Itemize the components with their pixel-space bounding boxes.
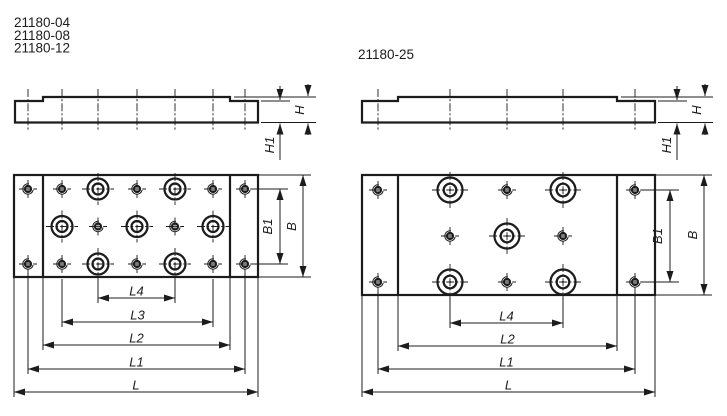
part-number: 21180-04: [14, 15, 71, 30]
width-dimensions: B1 B: [252, 174, 311, 278]
length-dimensions: L4 L2 L1 L: [361, 291, 656, 397]
threaded-hole: [552, 225, 574, 247]
dim-label-h1: H1: [262, 137, 277, 154]
counterbore-hole: [119, 209, 155, 244]
dim-label-h: H: [292, 105, 307, 115]
part-number: 21180-08: [14, 28, 70, 43]
dim-label-l2: L2: [129, 331, 144, 346]
counterbore-hole: [430, 170, 470, 210]
right-front-view: B1 B L4 L2 L1 L: [360, 170, 712, 397]
dim-label-l: L: [505, 378, 512, 393]
threaded-hole: [496, 179, 518, 201]
threaded-hole: [87, 216, 109, 237]
counterbore-hole: [487, 216, 527, 256]
plate-profile: [13, 95, 260, 124]
threaded-hole: [164, 216, 186, 237]
counterbore-hole: [543, 170, 583, 210]
dim-label-b1: B1: [260, 219, 275, 235]
threaded-hole: [367, 179, 389, 201]
dim-label-b: B: [685, 230, 700, 239]
threaded-hole: [51, 178, 73, 200]
threaded-hole: [624, 271, 646, 293]
height-dimensions: H H1: [234, 84, 316, 160]
plate-outline: [360, 173, 657, 297]
width-dimensions: B1 B: [643, 174, 712, 296]
dim-label-h: H: [689, 105, 704, 115]
threaded-hole: [496, 271, 518, 293]
hole-centerlines: [377, 89, 636, 131]
dim-label-l1: L1: [499, 355, 513, 370]
dim-label-l4: L4: [499, 309, 513, 324]
counterbore-hole: [157, 246, 193, 282]
threaded-hole: [624, 179, 646, 201]
counterbore-hole: [80, 171, 116, 207]
counterbore-hole: [44, 209, 80, 244]
dim-label-l2: L2: [500, 332, 515, 347]
threaded-hole: [439, 225, 461, 247]
threaded-hole: [17, 253, 39, 275]
left-front-view: B1 B L4 L3 L2 L1 L: [12, 171, 311, 397]
hole-pattern: [367, 170, 646, 302]
dim-label-l3: L3: [130, 308, 145, 323]
right-side-view: H H1: [360, 84, 713, 160]
plate-outline: [12, 173, 260, 279]
dim-label-h1: H1: [659, 137, 674, 154]
threaded-hole: [126, 178, 148, 200]
left-part-numbers: 21180-04 21180-08 21180-12: [14, 15, 71, 56]
length-dimensions: L4 L3 L2 L1 L: [13, 273, 259, 397]
threaded-hole: [51, 253, 73, 275]
part-number: 21180-12: [14, 41, 70, 56]
dim-label-l1: L1: [129, 355, 143, 370]
threaded-hole: [202, 178, 224, 200]
dim-label-l4: L4: [129, 284, 143, 299]
hole-centerlines: [27, 89, 246, 131]
threaded-hole: [234, 178, 256, 200]
dim-label-b: B: [284, 222, 299, 231]
dim-label-b1: B1: [650, 228, 665, 244]
left-side-view: H H1: [13, 84, 316, 160]
plate-profile: [360, 95, 657, 124]
threaded-hole: [202, 253, 224, 275]
threaded-hole: [234, 253, 256, 275]
counterbore-hole: [157, 171, 193, 207]
threaded-hole: [17, 178, 39, 200]
dim-label-l: L: [132, 378, 139, 393]
counterbore-hole: [80, 246, 116, 282]
height-dimensions: H H1: [621, 84, 713, 160]
right-part-number: 21180-25: [358, 47, 414, 62]
threaded-hole: [367, 271, 389, 293]
counterbore-hole: [195, 209, 231, 244]
hole-pattern: [17, 171, 256, 282]
threaded-hole: [126, 253, 148, 275]
